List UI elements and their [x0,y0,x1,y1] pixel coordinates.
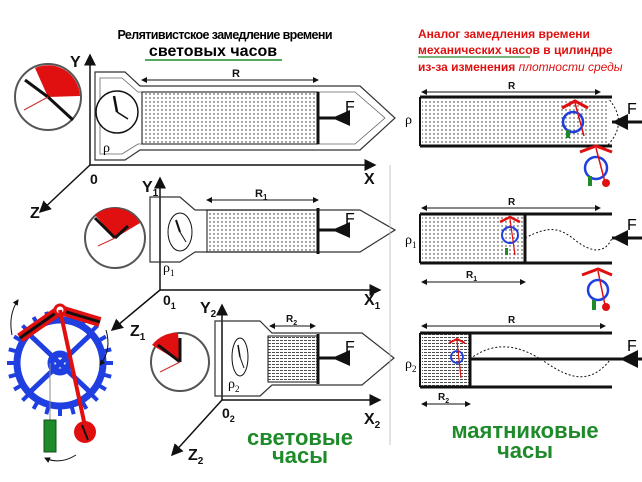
clock-icon [95,90,139,134]
svg-text:часы: часы [497,438,553,463]
left-title-line2: световых часов [149,43,277,60]
svg-text:маятниковые: маятниковые [451,418,598,443]
svg-text:часы: часы [272,443,328,468]
svg-text:из-за изменения плотности сред: из-за изменения плотности среды [418,60,623,74]
external-clock-icon [84,207,146,269]
pendulum-cylinder-0: R F ρ [405,81,642,187]
pendulum-escapement-icon [7,299,113,463]
axis-y-label: Y [70,54,81,71]
svg-text:световые: световые [247,425,353,450]
external-clock-icon [14,63,82,131]
svg-text:Z2: Z2 [188,447,204,467]
external-clock-icon [150,332,210,392]
right-title-cyl: в цилиндре [540,43,613,57]
force-label: F [345,211,355,228]
caption-pendulum-clock: маятниковые часы [451,418,598,463]
svg-text:R2: R2 [438,392,449,405]
svg-text:R1: R1 [466,270,477,283]
svg-text:ρ1: ρ1 [405,233,417,250]
light-clock-frame-2: R2 F ρ2 Y2 X2 Z2 02 [150,300,395,467]
pendulum-cylinder-2: R F ρ2 R2 [405,315,642,407]
svg-text:F: F [627,338,637,355]
length-label-R: R [232,68,240,80]
svg-text:ρ2: ρ2 [405,357,417,374]
svg-text:R1: R1 [255,188,268,202]
caption-light-clock: световые часы [247,425,353,468]
svg-text:F: F [627,217,637,234]
left-title-line1: Релятивистское замедление времени [118,28,333,42]
svg-text:X2: X2 [364,411,381,431]
svg-text:R: R [508,81,516,92]
force-label: F [345,99,355,116]
svg-text:Y2: Y2 [200,300,217,320]
escapement-small-icon [448,337,466,379]
escapement-small-icon [499,215,521,256]
right-title-change: из-за изменения [418,60,519,74]
right-title-density: плотности среды [519,60,623,74]
pendulum-cylinder-1: R F ρ1 R1 [405,197,642,311]
axis-x-label: X [364,171,375,188]
svg-text:ρ: ρ [405,113,412,128]
right-title-line1: Аналог замедления времени [418,27,590,41]
svg-text:ρ1: ρ1 [163,261,175,278]
force-label: F [345,339,355,356]
escapement-small-icon [581,267,613,311]
clock-icon [231,337,249,377]
axis-z-label: Z [30,205,40,222]
left-title: Релятивистское замедление времени светов… [118,28,333,61]
svg-text:R: R [508,315,516,326]
svg-text:ρ2: ρ2 [228,377,240,394]
svg-text:R: R [508,197,516,208]
svg-text:Y1: Y1 [142,179,159,199]
density-label: ρ [163,261,170,276]
svg-text:01: 01 [163,292,176,311]
svg-text:02: 02 [222,405,235,424]
svg-text:F: F [627,101,637,118]
right-title-mech: механических часов [418,43,540,57]
svg-text:Z1: Z1 [130,323,146,343]
origin-label: 0 [90,171,98,187]
length-label-R1: R [255,188,263,200]
svg-text:R2: R2 [286,314,297,327]
clock-icon [167,212,193,252]
svg-text:механических часов в цилиндре: механических часов в цилиндре [418,43,613,57]
right-title: Аналог замедления времени механических ч… [418,27,623,74]
svg-text:X1: X1 [364,292,381,312]
escapement-small-icon [561,99,589,138]
density-label: ρ [103,141,110,156]
light-clock-frame-1: R1 F ρ1 Y1 X1 Z1 01 [84,176,397,343]
light-clock-frame-0: R F ρ Y X Z 0 [14,53,396,222]
escapement-small-icon [579,144,613,187]
